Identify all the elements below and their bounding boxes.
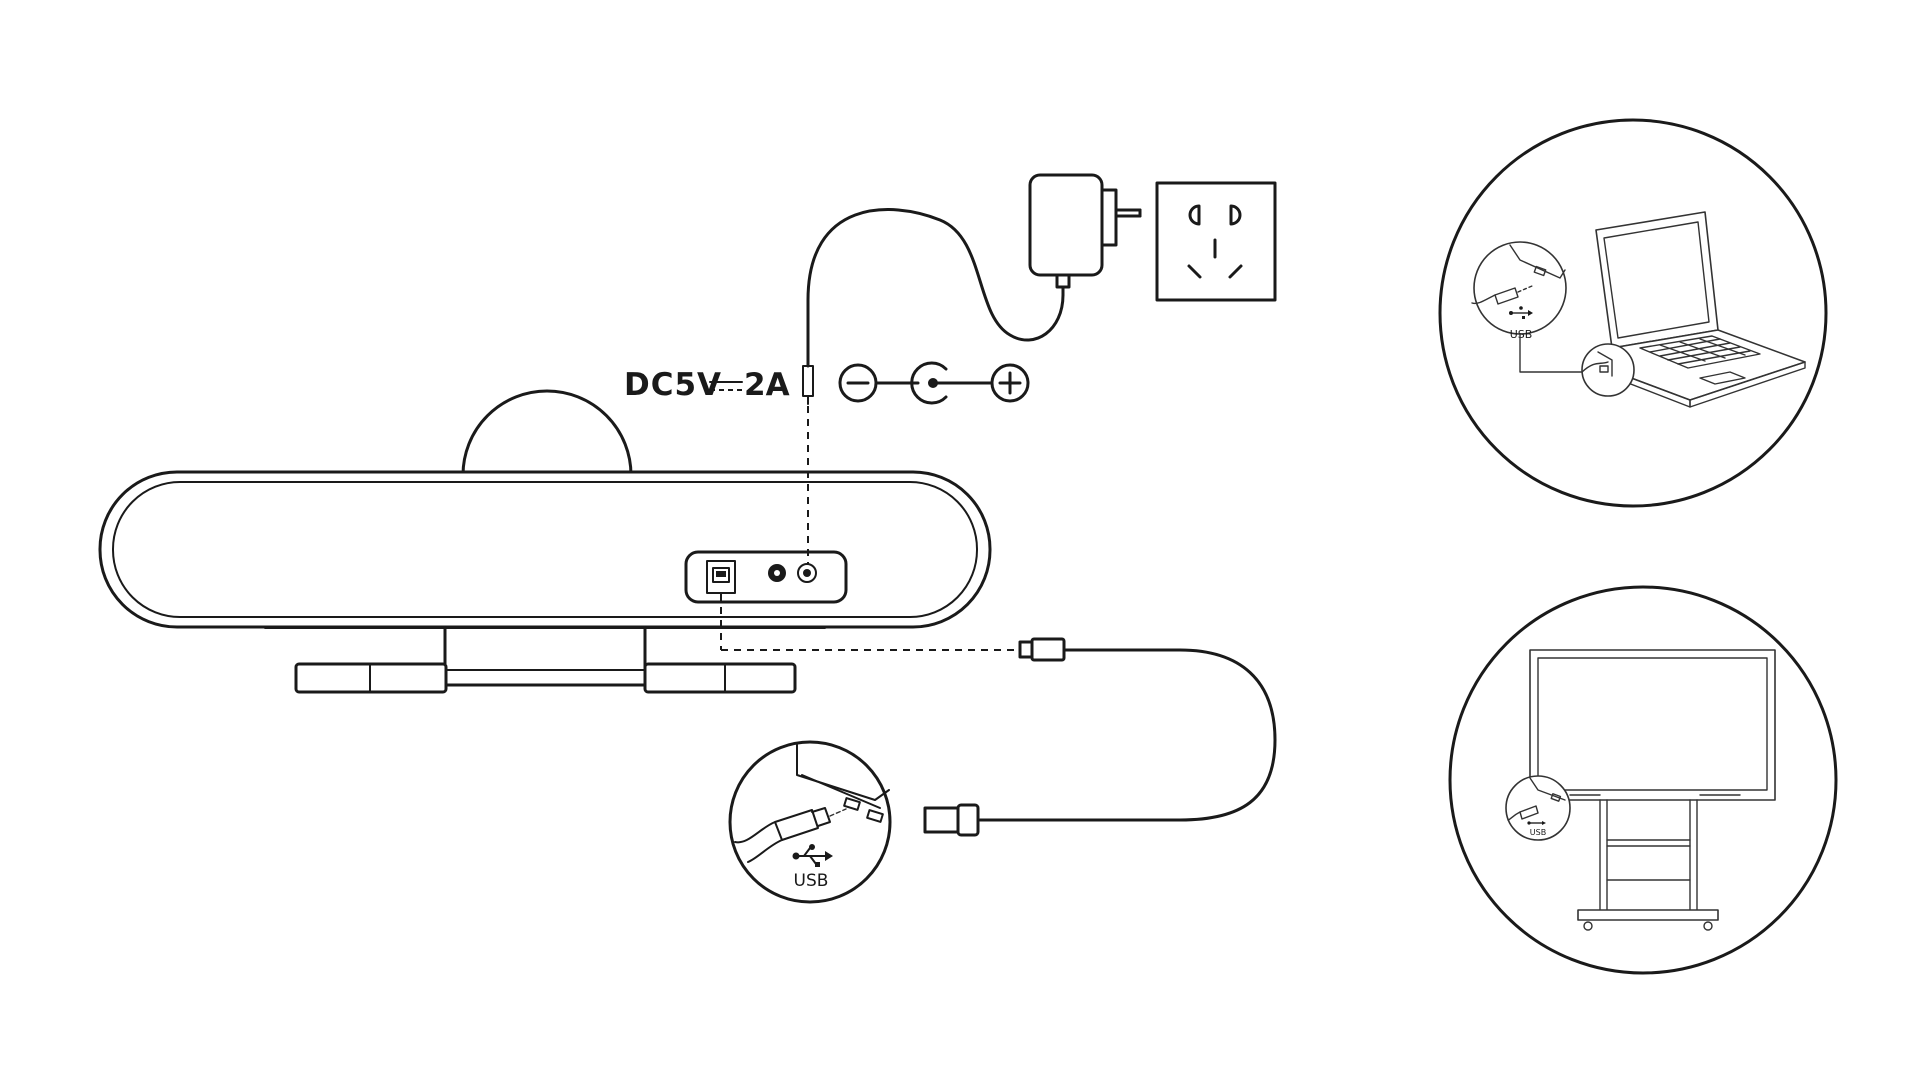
- laptop-connection-view: USB: [1438, 118, 1828, 508]
- wall-socket-icon: [1155, 181, 1277, 302]
- usb-symbol-icon: [1527, 821, 1546, 825]
- power-spec-label: DC5V 2A: [624, 367, 790, 403]
- dc-symbol-icon: [709, 381, 743, 391]
- usb-b-port: [706, 560, 736, 594]
- usb-port-inset: USB: [728, 740, 892, 904]
- usb-symbol-icon: [1509, 306, 1533, 319]
- usb-cable: [720, 594, 1277, 837]
- polarity-symbol-icon: [838, 361, 1030, 405]
- power-current-label: 2A: [744, 367, 790, 403]
- interactive-display-icon: [1529, 649, 1776, 931]
- laptop-icon: [1595, 211, 1806, 408]
- power-cable: [802, 208, 1065, 564]
- camera-bar-icon: [98, 389, 992, 694]
- display-connection-view: USB: [1448, 585, 1838, 975]
- usb-label: USB: [794, 871, 829, 891]
- usb-symbol-icon: [792, 844, 833, 867]
- power-adapter-icon: [1028, 173, 1142, 297]
- display-usb-label: USB: [1530, 828, 1546, 837]
- laptop-usb-label: USB: [1510, 328, 1533, 341]
- power-voltage-label: DC5V: [624, 367, 722, 403]
